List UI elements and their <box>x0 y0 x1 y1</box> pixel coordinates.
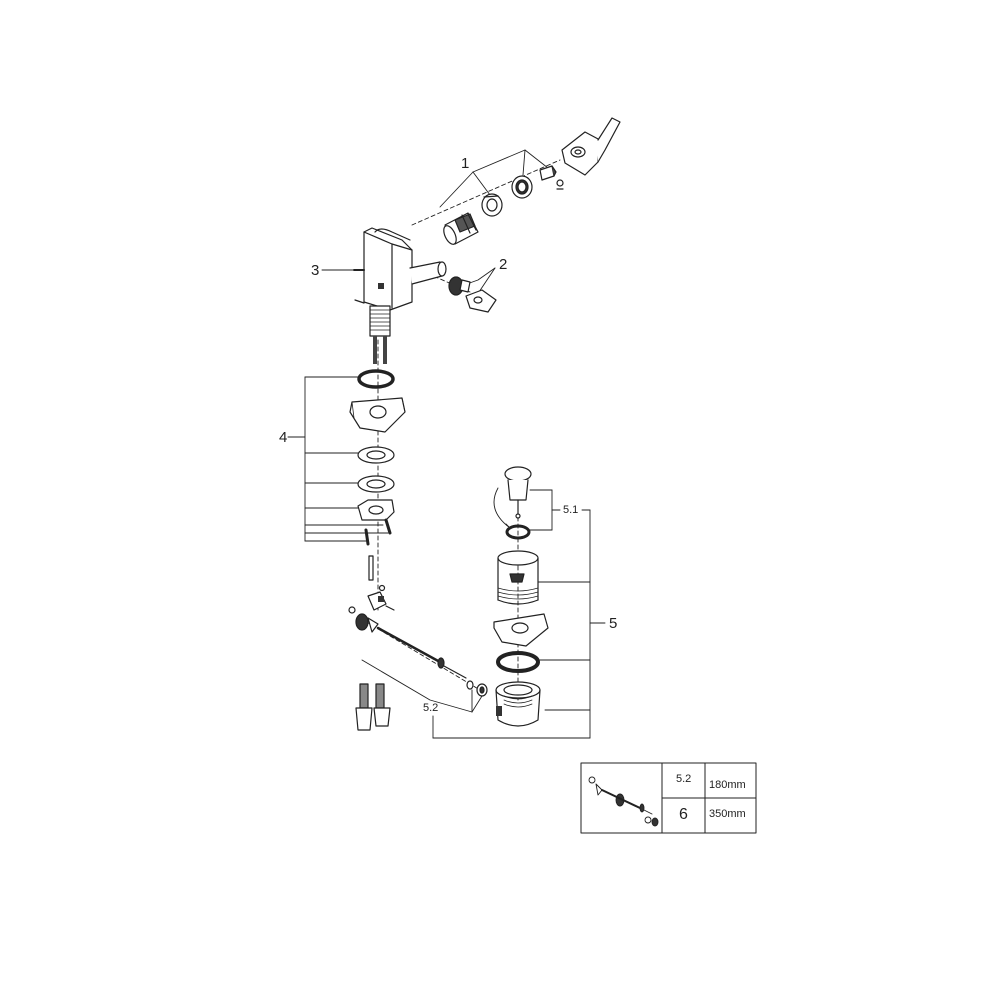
table-row-1-id: 5.2 <box>676 773 692 785</box>
callout-5-1: 5.1 <box>563 504 579 516</box>
mounting-set <box>349 369 406 581</box>
table-row-2-length: 350mm <box>709 808 746 820</box>
linkage-thumbnail <box>588 776 659 827</box>
leader-lines <box>287 149 606 739</box>
callout-2: 2 <box>499 256 508 273</box>
supply-hoses <box>355 683 391 731</box>
cartridge-assembly <box>443 117 621 245</box>
pop-up-knob <box>448 276 497 313</box>
callout-5-2: 5.2 <box>423 702 439 714</box>
pop-up-linkage <box>348 584 488 697</box>
callout-1: 1 <box>461 155 470 172</box>
callout-4: 4 <box>279 429 288 446</box>
variant-table-frame <box>580 762 757 834</box>
callout-3: 3 <box>311 262 320 279</box>
table-row-2-id: 6 <box>679 806 688 823</box>
table-row-1-length: 180mm <box>709 779 746 791</box>
callout-5: 5 <box>609 615 618 632</box>
mixer-body <box>353 227 447 364</box>
waste-set <box>493 466 549 727</box>
